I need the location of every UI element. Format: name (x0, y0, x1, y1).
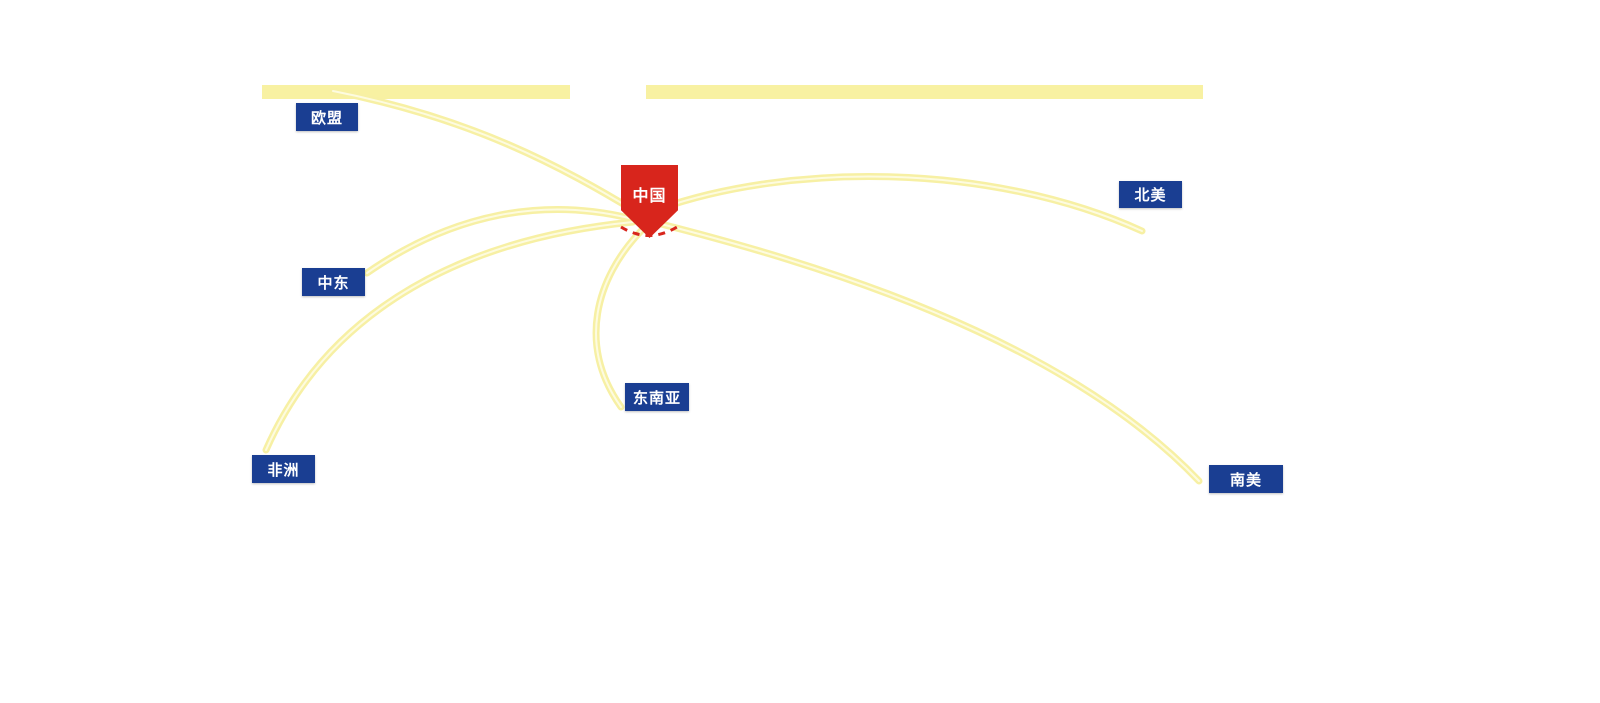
region-label-south-america-text: 南美 (1229, 471, 1262, 489)
route-china-south-america-core (660, 223, 1200, 482)
region-label-southeast-asia[interactable]: 东南亚 (625, 383, 689, 411)
region-label-eu-text: 欧盟 (310, 109, 343, 127)
route-china-south-america (657, 220, 1203, 485)
route-china-africa-core (265, 221, 634, 451)
region-label-north-america-text: 北美 (1134, 187, 1167, 204)
route-china-africa (262, 218, 637, 454)
route-china-middle-east (363, 206, 633, 277)
region-label-southeast-asia-text: 东南亚 (632, 389, 681, 407)
top-band-right-segment (646, 85, 1203, 99)
region-label-middle-east[interactable]: 中东 (302, 268, 365, 296)
route-china-middle-east-core (366, 208, 630, 274)
region-label-middle-east-text: 中东 (317, 274, 350, 292)
region-label-north-america[interactable]: 北美 (1119, 181, 1182, 208)
region-label-africa-text: 非洲 (267, 461, 300, 479)
region-label-eu[interactable]: 欧盟 (296, 103, 358, 131)
route-china-north-america-core (658, 175, 1143, 232)
route-china-southeast-asia (592, 227, 645, 411)
region-label-south-america[interactable]: 南美 (1209, 465, 1283, 493)
region-label-africa[interactable]: 非洲 (252, 455, 315, 483)
route-china-eu (329, 87, 647, 220)
china-marker-label: 中国 (632, 188, 667, 205)
route-china-southeast-asia-core (595, 230, 642, 408)
route-china-eu-core (332, 90, 644, 217)
